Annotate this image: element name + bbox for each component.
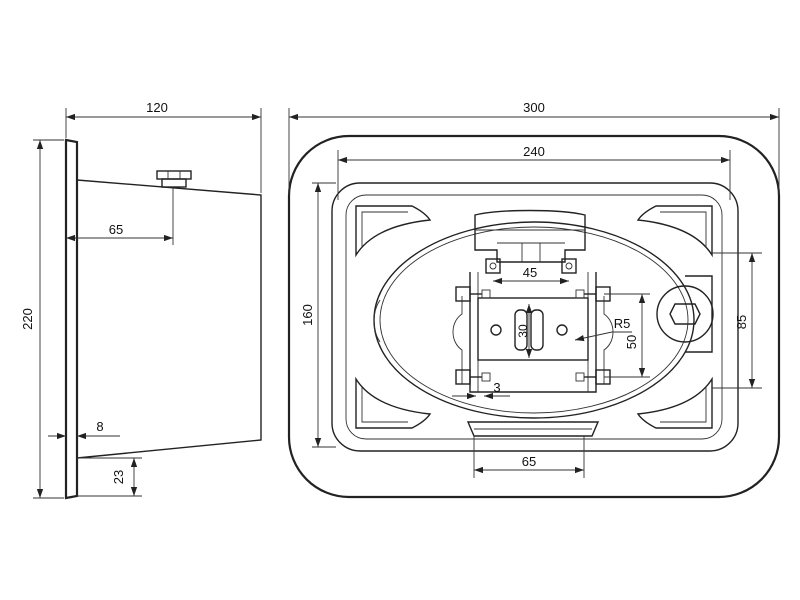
side-flange-plate [64,138,79,500]
front-oval-lens [373,221,695,419]
dim-slot-radius: R5 [574,316,632,342]
dim-slot-spacing: 30 [516,304,533,358]
dim-slot-radius-label: R5 [614,316,631,331]
bracket-bolt-mid-left-lower [455,369,491,385]
front-inner-rim [331,182,739,452]
top-mounting-block [474,209,586,263]
dim-side-width: 120 [65,100,262,193]
bracket-bolt-top-left [485,258,501,274]
dim-front-inner-width: 240 [337,144,731,200]
dim-side-height-label: 220 [20,308,35,330]
dim-slot-offset-label: 3 [493,380,500,395]
dim-bottom-label: 23 [111,470,126,484]
dim-side-height: 220 [20,139,64,499]
dim-slot-spacing-label: 30 [516,324,530,338]
corner-pocket-bottom-right [636,376,713,429]
bracket-bolt-top-right [561,258,577,274]
dim-bracket-holes: 45 [493,265,569,285]
side-body [76,179,262,459]
dim-bracket-height: 50 [604,293,650,378]
corner-pocket-top-left [355,205,432,258]
dim-bolt-offset-label: 65 [109,222,123,237]
side-view: 120 220 65 8 23 [20,100,262,500]
bracket-bolt-mid-left-upper [455,286,491,302]
dim-slot-offset: 3 [452,380,510,400]
dim-front-height: 160 [300,182,336,448]
bottom-handle [466,421,600,437]
dim-flange-label: 8 [96,419,103,434]
corner-pocket-top-right [636,205,713,258]
front-inner-rim-2 [345,194,723,440]
dim-handle-height: 85 [712,252,762,389]
mounting-bracket [452,272,614,393]
dim-bottom: 23 [77,457,142,497]
dim-flange: 8 [48,419,120,440]
dim-handle-height-label: 85 [734,315,749,329]
dim-bolt-offset: 65 [66,187,174,245]
lens-reflector-left [373,299,381,343]
front-outer-housing [287,134,781,499]
side-clamp [656,275,714,353]
dim-front-inner-width-label: 240 [523,144,545,159]
dim-bracket-holes-label: 45 [523,265,537,280]
dim-handle-width-label: 65 [522,454,536,469]
dim-front-width-label: 300 [523,100,545,115]
front-oval-lens-inner [379,226,689,414]
corner-pocket-bottom-left [355,376,432,429]
front-view: 300 240 160 45 30 [287,100,781,499]
dim-handle-width: 65 [473,436,585,478]
bracket-slot-right [530,309,544,351]
side-bolt-head [156,170,192,188]
bracket-hole-right [556,324,568,336]
bracket-hole-left [490,324,502,336]
dim-front-width: 300 [288,100,780,195]
dim-bracket-height-label: 50 [624,335,639,349]
dim-side-width-label: 120 [146,100,168,115]
dim-front-height-label: 160 [300,304,315,326]
